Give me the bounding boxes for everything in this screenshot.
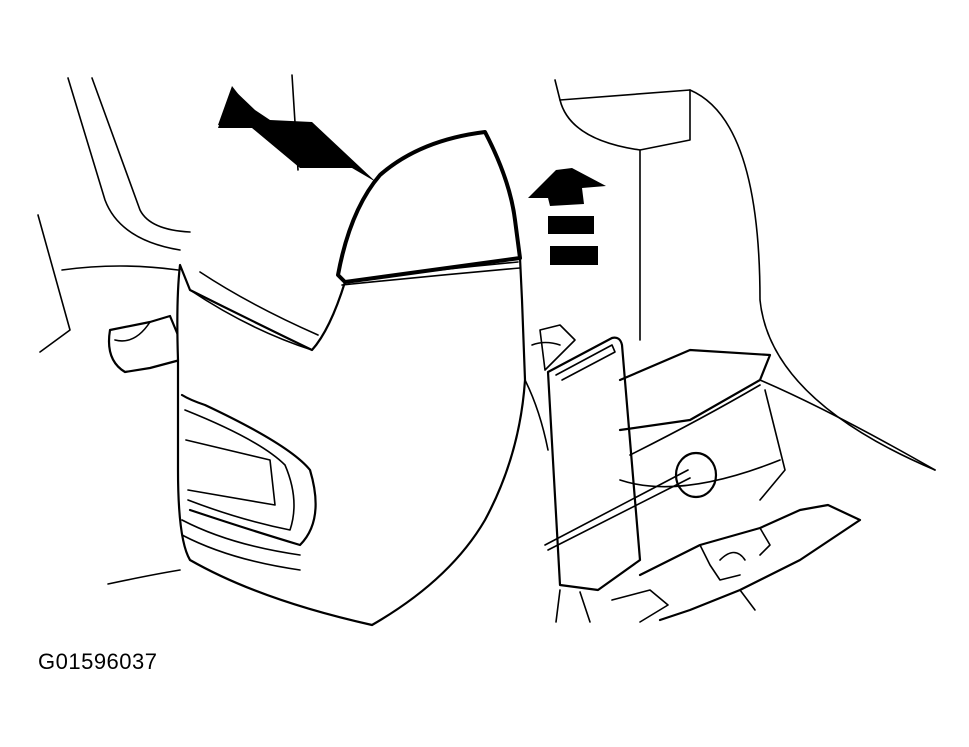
- mounting-bracket: [531, 324, 642, 592]
- top-cover: [336, 130, 522, 286]
- removal-arrow: [218, 86, 376, 182]
- figure-caption: G01596037: [38, 649, 158, 674]
- floor-tray: [544, 348, 786, 551]
- side-latch: [107, 314, 182, 374]
- lift-arrow: [528, 168, 606, 265]
- trim-cover: [176, 256, 549, 627]
- seat-rail: [555, 503, 862, 623]
